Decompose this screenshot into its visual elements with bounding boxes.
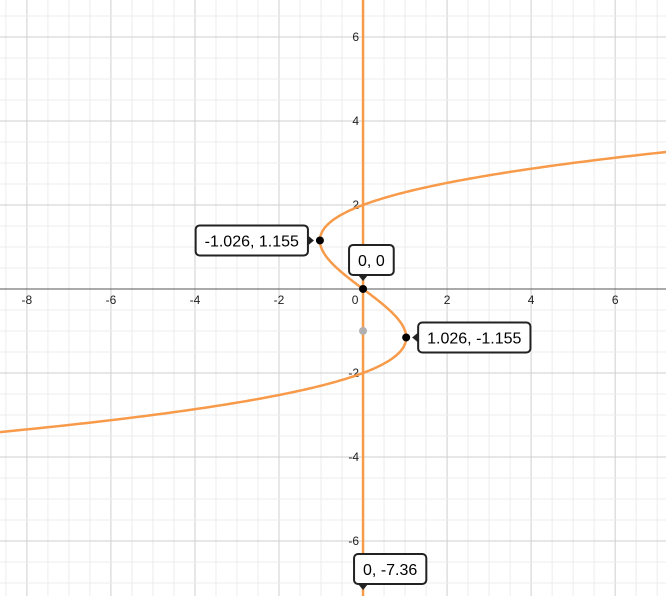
- point-label-text: 0, -7.36: [363, 562, 417, 579]
- point-label[interactable]: 0, 0: [348, 243, 395, 281]
- point-label-text: 1.026, -1.155: [427, 330, 521, 347]
- tick-labels: -8 -6 -4 -2 0 2 4 6 6 4 2 -2 -4 -6: [22, 30, 619, 548]
- y-tick-label: -6: [348, 534, 359, 548]
- point-label[interactable]: 0, -7.36: [353, 553, 428, 590]
- x-tick-label: 4: [528, 293, 535, 307]
- x-tick-label: -6: [106, 293, 117, 307]
- points: -1.026, 1.155 0, 0 1.026, -1.155 0, -7.36: [194, 224, 532, 590]
- point-label-text: -1.026, 1.155: [205, 233, 299, 250]
- hover-point[interactable]: [359, 326, 368, 335]
- point-label-pointer: [358, 584, 369, 590]
- x-tick-label: 2: [444, 293, 451, 307]
- x-tick-label: 6: [612, 293, 619, 307]
- point-label-box: [348, 243, 395, 276]
- point-label[interactable]: 1.026, -1.155: [412, 321, 532, 354]
- x-tick-label: -4: [190, 293, 201, 307]
- x-tick-label: 0: [352, 293, 359, 307]
- point-label-pointer: [307, 235, 314, 246]
- point-marker[interactable]: [402, 333, 411, 342]
- point-label-box: [353, 553, 428, 585]
- y-tick-label: 2: [352, 198, 359, 212]
- point-label-pointer: [412, 332, 419, 343]
- point-label[interactable]: -1.026, 1.155: [194, 224, 314, 257]
- x-tick-label: -8: [22, 293, 33, 307]
- y-tick-label: 6: [352, 30, 359, 44]
- point-label-text: 0, 0: [358, 253, 385, 270]
- point-label-pointer: [358, 274, 369, 281]
- point-marker[interactable]: [359, 284, 368, 293]
- y-tick-label: -2: [348, 366, 359, 380]
- x-tick-label: -2: [274, 293, 285, 307]
- point-marker[interactable]: [315, 236, 324, 245]
- y-tick-label: -4: [348, 450, 359, 464]
- y-tick-label: 4: [352, 114, 359, 128]
